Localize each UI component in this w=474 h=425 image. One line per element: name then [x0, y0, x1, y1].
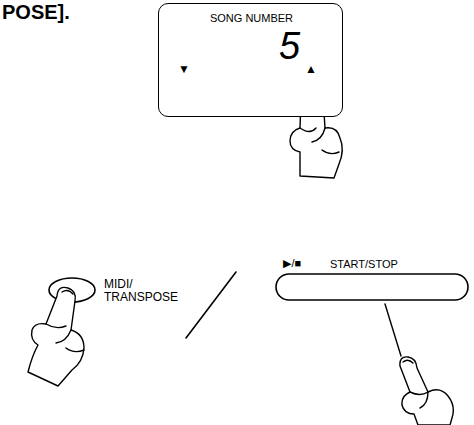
start-stop-button — [276, 274, 468, 300]
display-digit: 5 — [279, 26, 300, 68]
pressing-hand — [28, 287, 84, 386]
song-number-panel: SONG NUMBER 5 ▼ ▲ — [158, 3, 343, 117]
button-label: MIDI/ TRANSPOSE — [104, 278, 188, 303]
pressing-hand — [400, 357, 453, 425]
down-symbol: ▼ — [178, 63, 190, 76]
cut-text: POSE]. — [2, 1, 70, 23]
panel-title: SONG NUMBER — [210, 12, 293, 24]
or-slash — [186, 272, 236, 338]
button-label: START/STOP — [330, 258, 398, 270]
up-symbol: ▲ — [305, 63, 317, 76]
button-symbol: ▶/■ — [283, 257, 301, 269]
